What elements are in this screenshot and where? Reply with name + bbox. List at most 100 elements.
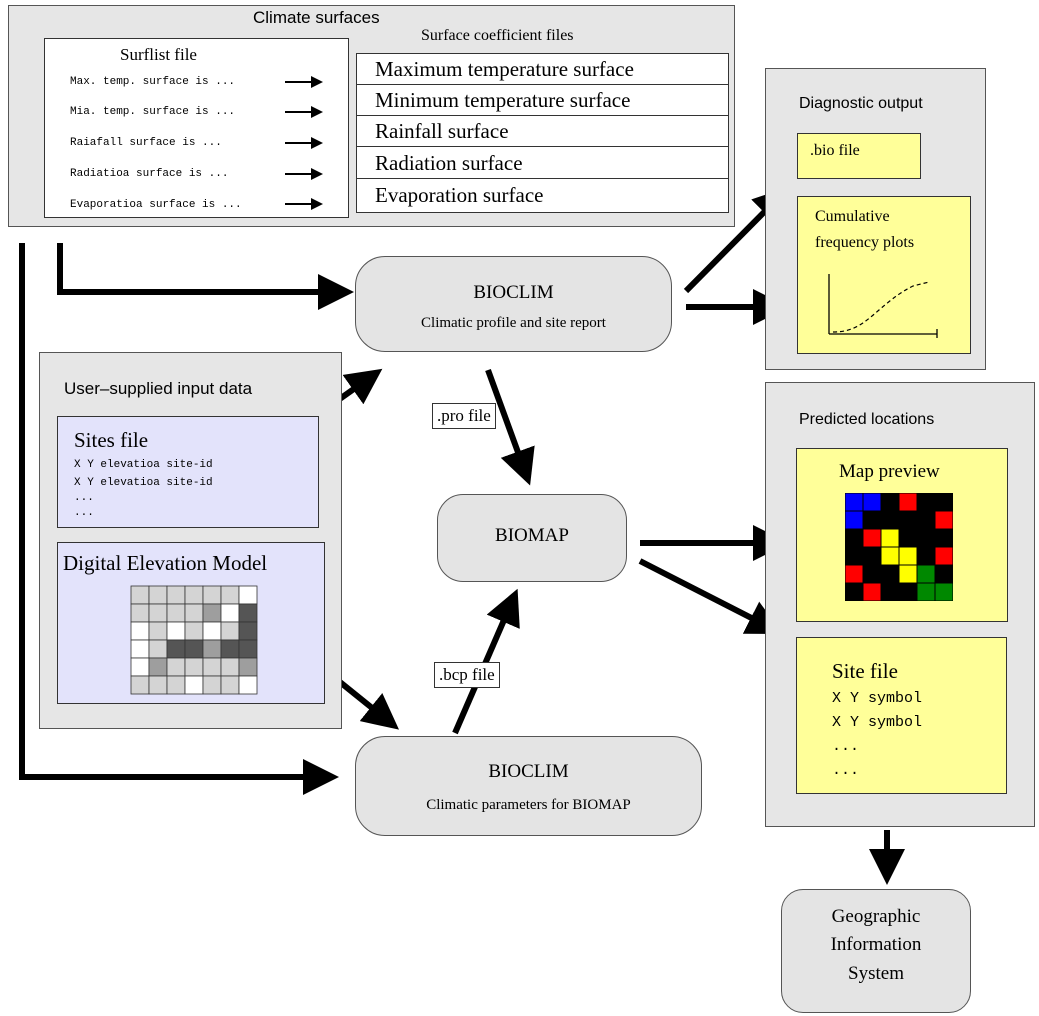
bio-file-label: .bio file xyxy=(810,142,860,159)
map-cell xyxy=(935,529,953,547)
dem-cell xyxy=(220,621,240,641)
dem-cell xyxy=(130,639,150,659)
map-cell xyxy=(917,547,935,565)
dem-cell xyxy=(184,621,204,641)
biomap-node: BIOMAP xyxy=(437,494,627,582)
dem-cell xyxy=(202,585,222,605)
surflist-line: Raiafall surface is ... xyxy=(70,137,222,149)
map-cell xyxy=(881,493,899,511)
map-cell xyxy=(899,529,917,547)
dem-cell xyxy=(238,585,258,605)
map-cell xyxy=(862,582,882,601)
dem-cell xyxy=(148,621,168,641)
map-cell xyxy=(934,582,953,601)
pointer-arrow-icon xyxy=(285,137,323,149)
coef-file-row: Radiation surface xyxy=(357,148,728,179)
surface-coefficient-files: Maximum temperature surface Minimum temp… xyxy=(356,53,729,213)
dem-cell xyxy=(238,621,258,641)
diagnostic-output-title: Diagnostic output xyxy=(799,95,923,112)
gis-line-1: Geographic xyxy=(831,906,921,927)
dem-cell xyxy=(220,585,240,605)
map-cell xyxy=(845,493,864,512)
cumulative-plot-icon xyxy=(828,274,938,338)
dem-box: Digital Elevation Model xyxy=(57,542,325,704)
dem-cell xyxy=(130,621,150,641)
sites-line: ... xyxy=(74,507,94,519)
map-cell xyxy=(881,565,899,583)
coef-file-row: Maximum temperature surface xyxy=(357,54,728,85)
predicted-locations-title: Predicted locations xyxy=(799,411,935,428)
biomap-title: BIOMAP xyxy=(495,525,569,546)
bioclim-profile-title: BIOCLIM xyxy=(473,282,554,303)
map-cell xyxy=(845,510,864,530)
pointer-arrow-icon xyxy=(285,76,323,88)
climate-surfaces-panel: Climate surfaces Surflist file Max. temp… xyxy=(8,5,735,227)
dem-cell xyxy=(220,657,240,677)
map-cell xyxy=(935,565,953,583)
dem-cell xyxy=(202,621,222,641)
dem-cell xyxy=(148,657,168,677)
bcp-file-tag: .bcp file xyxy=(434,662,500,688)
map-cell xyxy=(916,564,936,584)
cumulative-plots-box: Cumulative frequency plots xyxy=(797,196,971,354)
arrow-climate-to-bioclim-profile xyxy=(57,243,354,310)
dem-cell xyxy=(184,639,204,659)
bioclim-profile-subtitle: Climatic profile and site report xyxy=(421,315,606,331)
dem-cell xyxy=(130,675,150,695)
map-cell xyxy=(898,493,918,512)
map-cell xyxy=(863,511,881,529)
map-cell xyxy=(898,564,918,584)
dem-cell xyxy=(148,603,168,623)
bio-file-box: .bio file xyxy=(797,133,921,179)
map-preview-box: Map preview xyxy=(796,448,1008,622)
dem-title: Digital Elevation Model xyxy=(63,551,268,575)
bioclim-params-title: BIOCLIM xyxy=(488,761,569,782)
dem-cell xyxy=(202,639,222,659)
dem-cell xyxy=(202,675,222,695)
user-input-panel: User–supplied input data Sites file X Y … xyxy=(39,352,342,729)
user-input-title: User–supplied input data xyxy=(64,379,253,398)
dem-cell xyxy=(184,675,204,695)
sites-line: X Y elevatioa site-id xyxy=(74,477,213,489)
map-cell xyxy=(899,583,917,601)
dem-cell xyxy=(238,603,258,623)
surflist-title: Surflist file xyxy=(120,45,197,64)
bioclim-params-node: BIOCLIM Climatic parameters for BIOMAP xyxy=(355,736,702,836)
dem-cell xyxy=(148,675,168,695)
map-cell xyxy=(880,546,900,566)
pointer-arrow-icon xyxy=(285,168,323,180)
dem-cell xyxy=(148,585,168,605)
map-cell xyxy=(898,546,918,566)
dem-cell xyxy=(130,585,150,605)
predicted-locations-panel: Predicted locations Map preview Site fil… xyxy=(765,382,1035,827)
map-cell xyxy=(935,493,953,511)
dem-grid xyxy=(130,585,258,695)
dem-cell xyxy=(166,603,186,623)
gis-line-3: System xyxy=(848,963,904,984)
dem-cell xyxy=(166,639,186,659)
surflist-line: Max. temp. surface is ... xyxy=(70,76,236,88)
pointer-arrow-icon xyxy=(285,198,323,210)
map-cell xyxy=(899,511,917,529)
pointer-arrow-icon xyxy=(285,106,323,118)
surflist-file-box: Surflist file Max. temp. surface is ... … xyxy=(44,38,349,218)
dem-cell xyxy=(166,657,186,677)
arrow-to-site-file xyxy=(638,558,784,635)
sites-file-title: Sites file xyxy=(74,428,149,452)
dem-cell xyxy=(130,603,150,623)
site-file-line: X Y symbol xyxy=(832,690,923,707)
sites-line: X Y elevatioa site-id xyxy=(74,459,213,471)
dem-cell xyxy=(148,639,168,659)
dem-cell xyxy=(184,657,204,677)
dem-cell xyxy=(202,603,222,623)
map-cell xyxy=(917,493,935,511)
dem-cell xyxy=(220,675,240,695)
map-cell xyxy=(881,511,899,529)
dem-cell xyxy=(166,585,186,605)
dem-cell xyxy=(166,675,186,695)
map-cell xyxy=(881,583,899,601)
site-file-title: Site file xyxy=(832,659,898,683)
map-cell xyxy=(845,564,864,584)
map-cell xyxy=(863,565,881,583)
site-file-line: ... xyxy=(832,738,860,755)
